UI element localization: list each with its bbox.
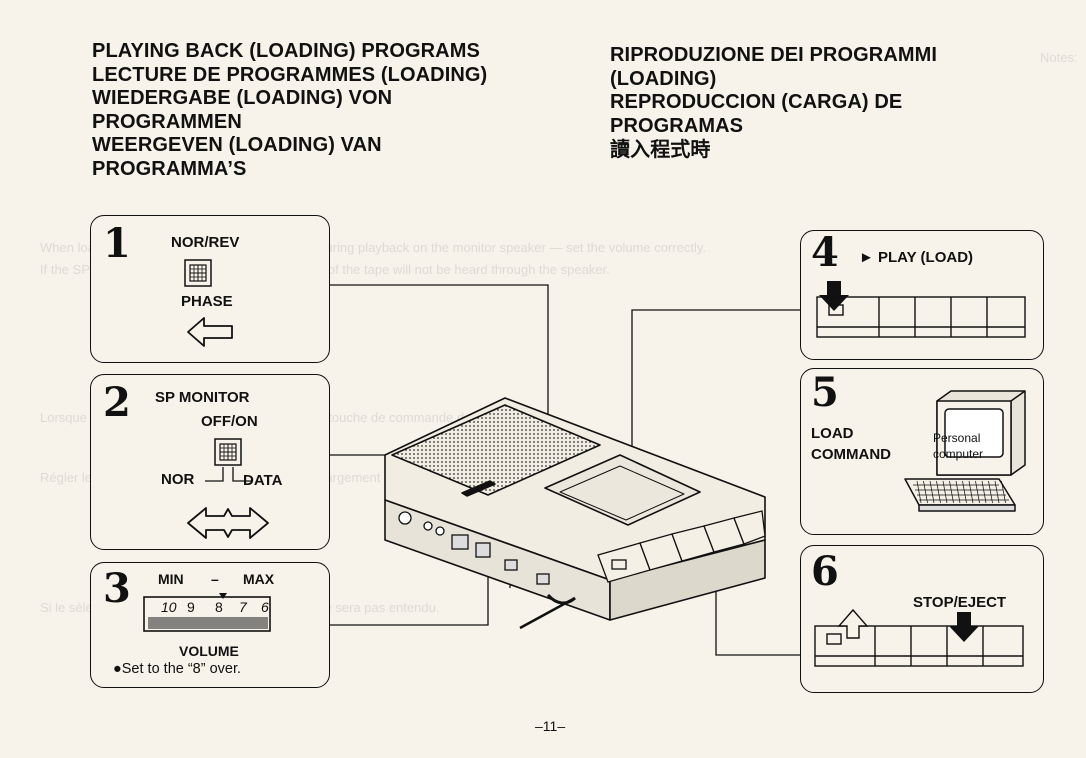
- volume-note: ●Set to the “8” over.: [113, 661, 242, 677]
- keyboard-key-line: [942, 480, 948, 504]
- keyboard-key-line: [994, 480, 1000, 504]
- page-title: PROGRAMMA’S: [92, 157, 247, 180]
- keys-panel: [814, 608, 1024, 667]
- step-4-box: 4 ► PLAY (LOAD): [800, 230, 1044, 360]
- step-number: 2: [103, 379, 131, 426]
- step-number: 3: [103, 565, 131, 612]
- data-label: DATA: [243, 472, 283, 489]
- dash-label: –: [211, 571, 219, 587]
- keyboard-key-line: [923, 480, 928, 504]
- grid-button-icon: [214, 438, 242, 466]
- double-arrow-icon: [187, 507, 269, 539]
- page-title: WEERGEVEN (LOADING) VAN: [92, 134, 382, 156]
- dial-number: 6: [261, 599, 269, 615]
- keyboard-key-line: [929, 480, 935, 504]
- dial-number: 9: [187, 599, 195, 615]
- phase-label: PHASE: [181, 293, 233, 310]
- arrow-down-icon: [819, 281, 849, 311]
- load-label: LOAD: [811, 425, 854, 442]
- keys-panel: [816, 281, 1026, 338]
- page-title: PLAYING BACK (LOADING) PROGRAMS: [92, 40, 480, 62]
- step-number: 6: [811, 548, 839, 595]
- step-number: 4: [811, 229, 839, 276]
- keyboard-key-line: [981, 480, 987, 504]
- keyboard-key-line: [968, 480, 974, 504]
- page-number: –11–: [535, 718, 566, 734]
- off-on-label: OFF/ON: [201, 413, 258, 430]
- dial-number: 10: [161, 599, 177, 615]
- personal-computer-icon: [904, 390, 1026, 512]
- stop-eject-label[interactable]: STOP/EJECT: [913, 594, 1007, 611]
- arrow-up-icon: [837, 608, 869, 639]
- step-1-box: 1 NOR/REV PHASE: [90, 215, 330, 363]
- play-load-label[interactable]: ► PLAY (LOAD): [859, 249, 974, 266]
- page-title: 讀入程式時: [610, 137, 711, 161]
- page-title: WIEDERGABE (LOADING) VON: [92, 87, 393, 109]
- page-title: PROGRAMMEN: [92, 110, 242, 133]
- keyboard-key-line: [955, 480, 961, 504]
- keyboard-key-line: [1001, 480, 1006, 504]
- min-label: MIN: [158, 571, 184, 587]
- step-5-box: 5 LOAD COMMAND Personal computer: [800, 368, 1044, 535]
- step-6-box: 6 STOP/EJECT: [800, 545, 1044, 693]
- bracket-lines: [205, 467, 251, 482]
- computer-screen-text: Personal: [933, 431, 981, 445]
- page-title: PROGRAMAS: [610, 114, 744, 137]
- sp-monitor-label: SP MONITOR: [155, 389, 250, 406]
- keyboard-key-line: [949, 480, 954, 504]
- keyboard-key-line: [936, 480, 941, 504]
- keyboard-key-line: [988, 480, 993, 504]
- page-title: RIPRODUZIONE DEI PROGRAMMI: [610, 44, 938, 66]
- page-title: REPRODUCCION (CARGA) DE: [610, 91, 903, 113]
- arrow-left-icon: [187, 317, 233, 347]
- max-label: MAX: [243, 571, 275, 587]
- heading-left: PLAYING BACK (LOADING) PROGRAMS LECTURE …: [92, 40, 487, 181]
- dial-number: 8: [215, 599, 223, 615]
- step-number: 5: [811, 369, 839, 416]
- volume-dial[interactable]: [143, 591, 273, 633]
- computer-screen-text: computer: [933, 447, 984, 461]
- arrow-down-icon: [949, 612, 979, 642]
- keyboard-key-line: [962, 480, 967, 504]
- nor-label: NOR: [161, 471, 195, 488]
- command-label: COMMAND: [811, 446, 891, 463]
- step-3-box: 3 MIN – MAX 10 9 8 7 6 VOLUME ●Set to th…: [90, 562, 330, 688]
- page-title: LECTURE DE PROGRAMMES (LOADING): [92, 63, 488, 86]
- dial-number: 7: [239, 599, 247, 615]
- step-2-box: 2 SP MONITOR OFF/ON NOR DATA: [90, 374, 330, 550]
- keyboard-key-line: [975, 480, 980, 504]
- heading-right: RIPRODUZIONE DEI PROGRAMMI (LOADING) REP…: [610, 44, 937, 162]
- page-title: (LOADING): [610, 67, 717, 90]
- grid-button-icon: [184, 259, 212, 287]
- volume-label: VOLUME: [179, 643, 239, 659]
- nor-rev-label: NOR/REV: [171, 234, 240, 251]
- keyboard-key-line: [916, 480, 922, 504]
- step-number: 1: [103, 220, 131, 267]
- leader-line: [330, 560, 489, 626]
